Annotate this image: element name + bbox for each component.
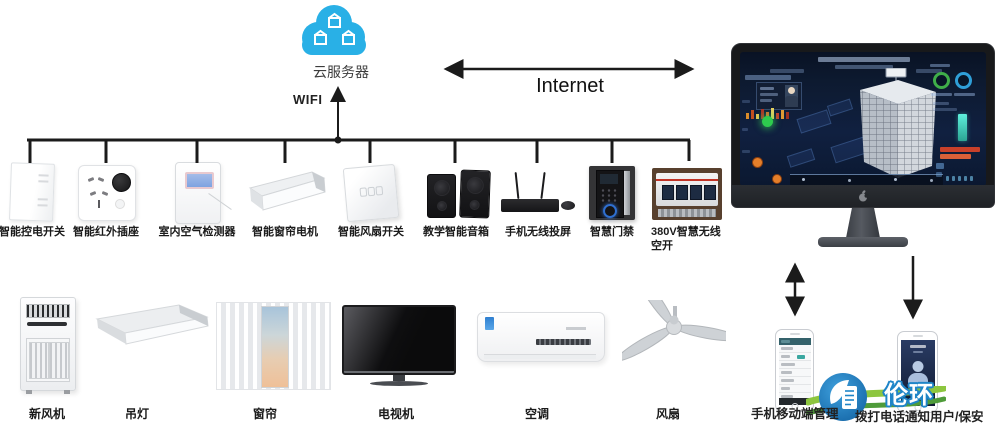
watermark-logo — [819, 373, 867, 421]
mini-bar-chart — [746, 107, 798, 119]
wireless-screencast-image — [501, 170, 577, 216]
smart-access-control-image — [589, 166, 635, 220]
monitor-stand-base — [818, 237, 908, 247]
device-label: 教学智能音箱 — [423, 226, 489, 238]
internet-label: Internet — [536, 75, 604, 97]
status-dot-green — [762, 116, 773, 127]
dashboard-screen — [740, 52, 986, 186]
device-label: 手机无线投屏 — [505, 226, 571, 238]
cloud-server-label: 云服务器 — [313, 64, 369, 80]
curtain-motor-image — [248, 171, 326, 211]
device-label: 吊灯 — [124, 407, 149, 421]
alert-popup — [756, 82, 802, 110]
watermark-text: 伦环 — [884, 382, 934, 409]
device-label: 智能窗帘电机 — [252, 226, 318, 238]
device-label: 智能风扇开关 — [338, 226, 404, 238]
monitor-chin — [732, 185, 994, 207]
device-label: 空调 — [524, 407, 549, 421]
ceiling-lamp-image — [95, 304, 209, 345]
cloud-server-icon — [302, 5, 366, 55]
status-dot-orange — [752, 157, 763, 168]
device-tv — [342, 305, 456, 387]
device-teaching-speaker — [427, 169, 491, 219]
smart-breaker-380v-image — [652, 168, 722, 220]
air-conditioner-image — [477, 312, 605, 362]
smart-ir-socket-image — [78, 165, 136, 221]
device-label: 智能控电开关 — [0, 226, 65, 238]
bus-junction-dot — [334, 136, 342, 144]
ground-platform — [790, 174, 943, 186]
device-label: 380V智慧无线空开 — [651, 226, 721, 252]
wifi-label: WIFI — [293, 92, 323, 107]
device-label: 智能红外插座 — [73, 226, 139, 238]
management-app-screen — [779, 338, 811, 405]
alert-bar-2 — [940, 154, 971, 159]
device-wireless-screencast — [501, 170, 577, 216]
gauge-green — [933, 72, 950, 89]
tv-image — [342, 305, 456, 387]
bus-drop-lines — [28, 140, 691, 163]
gauge-blue — [955, 72, 972, 89]
status-dot-orange-2 — [772, 174, 782, 184]
building-3d-model — [860, 68, 936, 178]
indoor-air-detector-image — [175, 162, 232, 224]
call-notify-label: 拨打电话通知用户/保安 — [855, 410, 984, 424]
curtain-image — [216, 302, 331, 390]
teaching-speaker-image — [427, 169, 491, 219]
device-label: 风扇 — [655, 407, 680, 421]
device-label: 新风机 — [28, 407, 65, 421]
device-label: 室内空气检测器 — [158, 226, 236, 238]
monitor-stand-neck — [846, 207, 880, 238]
device-label: 电视机 — [377, 407, 414, 421]
ceiling-fan-image — [622, 300, 726, 362]
alert-bar-1 — [940, 147, 980, 152]
device-label: 智慧门禁 — [590, 226, 634, 238]
teal-level-bar — [958, 114, 967, 141]
mobile-manage-label: 手机移动端管理 — [751, 407, 839, 421]
phone-management-app — [775, 329, 814, 412]
fresh-air-unit-image — [20, 297, 76, 394]
apple-logo-icon — [859, 190, 869, 202]
dashboard-monitor — [731, 43, 995, 208]
device-label: 窗帘 — [252, 407, 277, 421]
